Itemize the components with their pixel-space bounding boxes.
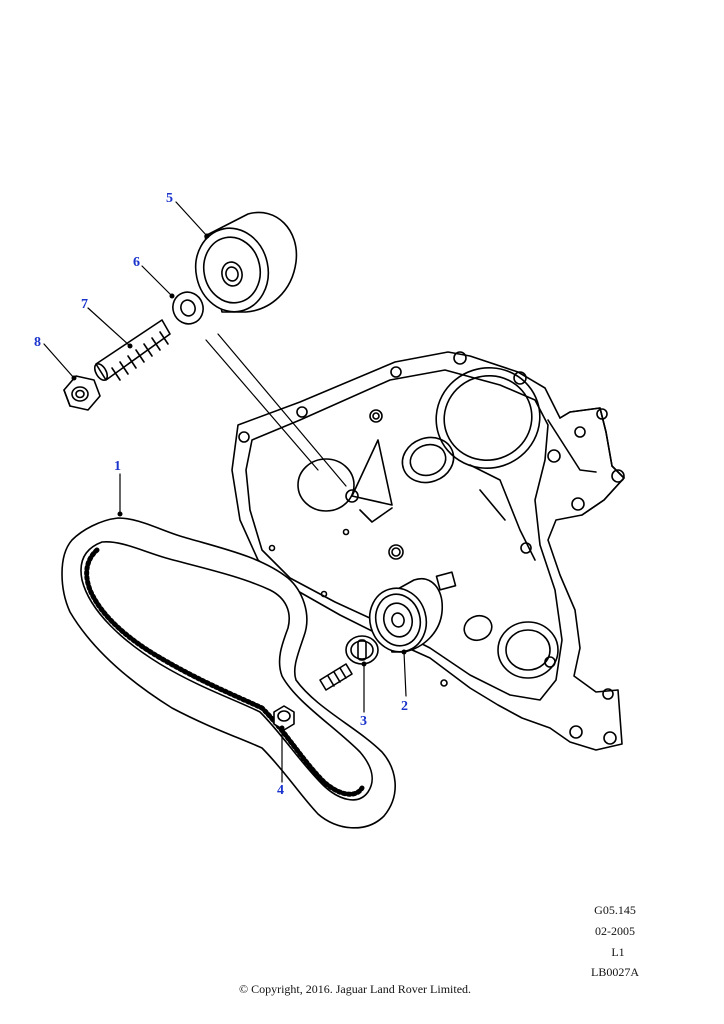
callout-3: 3 [360,714,367,729]
idler-pulley [194,211,298,313]
reference-level: L1 [611,945,625,959]
reference-illustration-id: LB0027A [591,965,639,979]
callout-8: 8 [34,335,41,350]
callout-1: 1 [114,459,121,474]
callout-4: 4 [277,783,284,798]
callout-5: 5 [166,191,173,206]
reference-code: G05.145 [594,903,636,917]
callout-6: 6 [133,255,140,270]
callouts: 1 2 3 4 5 6 7 8 [34,191,408,798]
leader-dots [71,233,407,731]
tensioner-washer [345,635,379,665]
idler-nut [63,375,101,411]
tensioner-nut [273,705,295,731]
copyright-notice: © Copyright, 2016. Jaguar Land Rover Lim… [238,982,472,996]
idler-stud [93,319,171,381]
callout-7: 7 [81,297,88,312]
idler-washer [172,291,204,325]
alignment-lines [205,333,347,487]
tensioner-stud [319,663,353,691]
leader-lines [43,201,407,783]
tensioner-pulley [368,577,443,653]
timing-belt [61,517,396,829]
callout-2: 2 [401,699,408,714]
reference-date: 02-2005 [595,924,635,938]
